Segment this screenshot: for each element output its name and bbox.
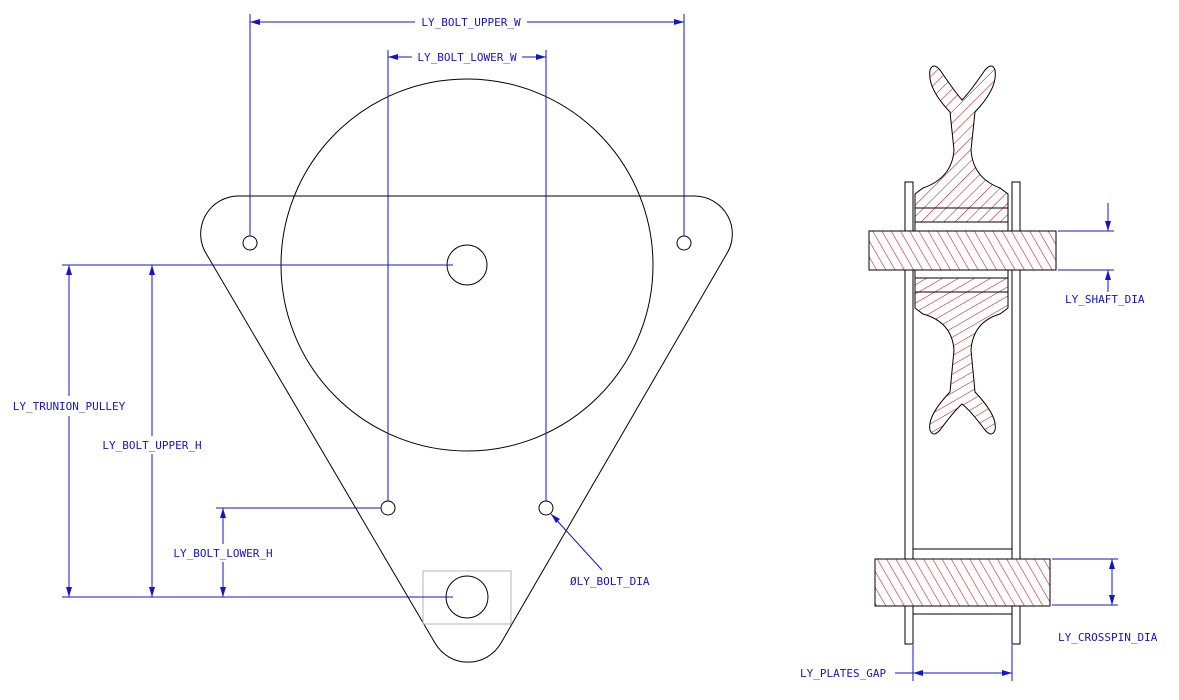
section-view-dimensions: LY_SHAFT_DIA LY_CROSSPIN_DIA LY_PLATES_G… [800,203,1158,681]
upper-bolt-hole-left [242,235,258,251]
dim-plates-gap: LY_PLATES_GAP [800,667,886,680]
front-view-dimensions: LY_BOLT_UPPER_W LY_BOLT_LOWER_W LY_TRUNI… [13,14,685,598]
dim-bolt-upper-h: LY_BOLT_UPPER_H [102,439,201,452]
dim-crosspin-dia: LY_CROSSPIN_DIA [1058,631,1158,644]
dim-bolt-dia: ØLY_BOLT_DIA [570,575,650,588]
side-plate-outline [200,195,733,663]
crosspin-section [874,558,1051,607]
dim-shaft-dia: LY_SHAFT_DIA [1065,293,1145,306]
dim-bolt-lower-w: LY_BOLT_LOWER_W [417,51,517,64]
lower-bolt-hole-right [538,500,554,516]
dim-trunion-pulley: LY_TRUNION_PULLEY [13,400,126,413]
left-side-plate [904,181,914,645]
upper-pulley-section [914,65,1009,223]
right-side-plate [1011,181,1021,645]
lower-pulley-section [914,277,1009,435]
shaft-section [868,230,1057,271]
section-view [868,65,1057,645]
dim-bolt-lower-h: LY_BOLT_LOWER_H [173,547,272,560]
dim-bolt-upper-w: LY_BOLT_UPPER_W [421,16,521,29]
lower-bolt-hole-left [380,500,396,516]
front-view [200,78,733,663]
upper-bolt-hole-right [676,235,692,251]
